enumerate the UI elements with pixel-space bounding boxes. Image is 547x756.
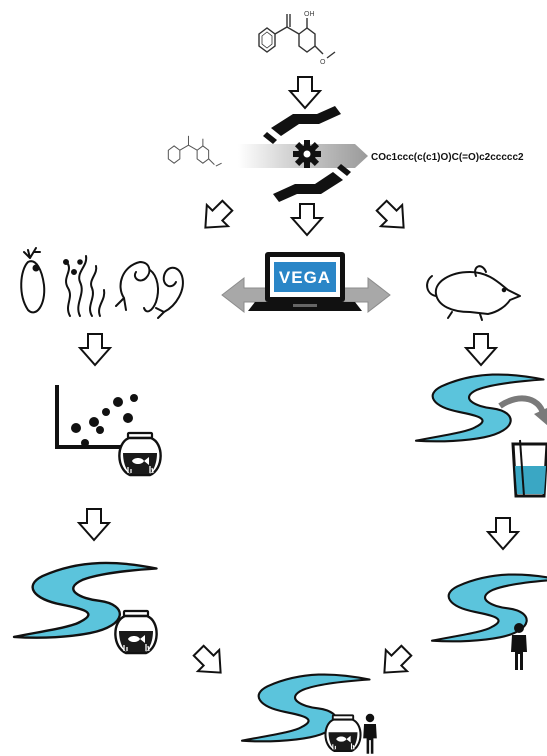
smiles-conversion-banner: COc1ccc(c(c1)O)C(=O)c2ccccc2 [167, 106, 524, 202]
arrow-down-right-icon [187, 639, 233, 685]
smiles-string: COc1ccc(c(c1)O)C(=O)c2ccccc2 [371, 152, 524, 163]
software-name: VEGA [279, 268, 331, 287]
fishbowl-icon [118, 431, 162, 477]
river-icon [414, 373, 545, 443]
laptop-icon: VEGA [221, 252, 391, 314]
scatter-plot-icon [55, 385, 138, 449]
fishbowl-icon [324, 714, 362, 753]
rat-icon [426, 265, 521, 321]
arrow-down-icon [78, 508, 110, 541]
arrow-down-icon [291, 203, 323, 236]
arrow-down-left-icon [372, 639, 418, 685]
river-icon [430, 573, 547, 643]
arrow-down-icon [487, 517, 519, 550]
oxygen-label: O [320, 59, 326, 66]
arrow-down-right-icon [370, 194, 416, 240]
arrow-down-icon [289, 76, 321, 109]
arrow-down-left-icon [193, 194, 239, 240]
molecule-structure-icon: OH O [258, 11, 336, 66]
aquatic-organisms-icon [20, 247, 184, 319]
arrow-down-icon [79, 333, 111, 366]
fishbowl-icon [114, 609, 158, 655]
small-molecule-icon [167, 135, 222, 167]
hydroxyl-label: OH [304, 11, 315, 18]
arrow-down-icon [465, 333, 497, 366]
person-icon [363, 713, 377, 754]
drinking-water-icon [414, 373, 547, 498]
